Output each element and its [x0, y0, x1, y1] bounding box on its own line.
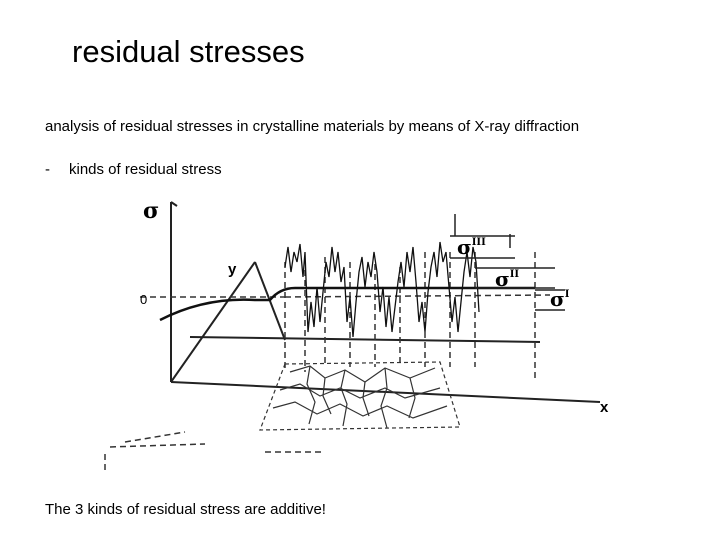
grain-microstructure: [259, 361, 461, 431]
sigma-III-curve: [284, 241, 480, 338]
sigma-III-label: σIII: [457, 235, 486, 259]
slide-caption: The 3 kinds of residual stress are addit…: [45, 501, 326, 518]
axis-x-label: x: [600, 399, 609, 416]
sigma-I-label: σI: [550, 287, 570, 311]
axis-y-label: y: [228, 261, 237, 278]
bullet-text: kinds of residual stress: [69, 161, 222, 178]
residual-stress-diagram: σ y x 0 σIII σII σI: [104, 198, 609, 472]
slide-title: residual stresses: [72, 34, 305, 69]
sigma-II-label: σII: [495, 267, 519, 291]
sigma-axis-top: [170, 201, 178, 207]
sigma-I-curve: [159, 286, 535, 322]
y-axis: [170, 261, 256, 383]
origin-label: 0: [140, 292, 147, 307]
axis-sigma-label: σ: [143, 198, 159, 224]
bullet-marker: -: [45, 161, 50, 178]
slide-subtitle: analysis of residual stresses in crystal…: [45, 118, 580, 135]
bullet-item: - kinds of residual stress: [45, 161, 222, 178]
